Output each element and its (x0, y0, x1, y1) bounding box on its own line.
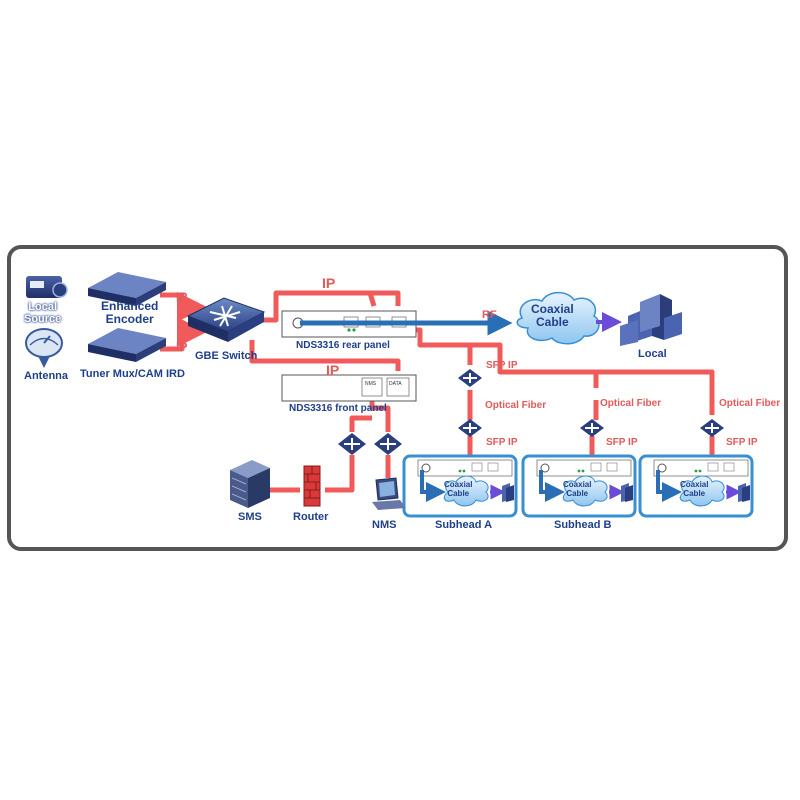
coaxial-cable-label: Coaxial Cable (531, 302, 574, 329)
subhead-c-internals (653, 459, 750, 507)
camera-icon (26, 276, 68, 298)
satellite-dish-icon (25, 328, 63, 368)
front-panel-device (281, 374, 417, 402)
ip-label-encoder: IP (176, 290, 188, 304)
front-port-nms: NMS (365, 381, 377, 387)
antenna-label: Antenna (24, 370, 68, 382)
coaxial-cloud (516, 291, 600, 345)
optical-fiber-label-2: Optical Fiber (600, 398, 662, 409)
router-label: Router (293, 511, 329, 523)
front-port-data: DATA (389, 381, 402, 387)
ip-links (160, 290, 715, 493)
sfp-ip-label-1: SFP IP (486, 360, 518, 371)
sfp-ip-label-2: SFP IP (486, 437, 518, 448)
encoder-device (88, 272, 166, 306)
rear-panel-label: NDS3316 rear panel (296, 340, 390, 351)
subhead-a-label: Subhead A (435, 519, 493, 531)
encoder-label: Enhanced Encoder (101, 299, 159, 326)
firewall-icon (303, 465, 321, 507)
ip-label-front: IP (326, 362, 340, 378)
gbe-switch-label: GBE Switch (195, 350, 258, 362)
buildings-icon (620, 294, 682, 346)
sfp-ip-label-4: SFP IP (726, 437, 758, 448)
laptop-icon (372, 477, 406, 510)
optical-fiber-label-3: Optical Fiber (719, 398, 781, 409)
front-panel-label: NDS3316 front panel (289, 403, 387, 414)
sfp-ip-label-3: SFP IP (606, 437, 638, 448)
subhead-b-label: Subhead B (554, 519, 612, 531)
gbe-switch-device (186, 297, 266, 342)
sfp-switches (338, 369, 724, 455)
subhead-b-cable-label: Coaxial Cable (563, 480, 592, 498)
ird-label: Tuner Mux/CAM IRD (80, 368, 185, 380)
server-icon (230, 460, 270, 508)
subhead-c-cable-label: Coaxial Cable (680, 480, 709, 498)
sms-label: SMS (238, 511, 262, 523)
local-label: Local (638, 348, 667, 360)
optical-fiber-label-1: Optical Fiber (485, 400, 547, 411)
nms-label: NMS (372, 519, 397, 531)
ip-label-rear: IP (322, 275, 336, 291)
local-source-label: Local Source (24, 301, 62, 325)
subhead-a-internals (417, 459, 514, 507)
ird-device (88, 328, 166, 362)
subhead-a-cable-label: Coaxial Cable (444, 480, 473, 498)
ip-label-ird: IP (176, 340, 188, 354)
subhead-b-internals (536, 459, 633, 507)
rf-label: RF (482, 309, 497, 321)
